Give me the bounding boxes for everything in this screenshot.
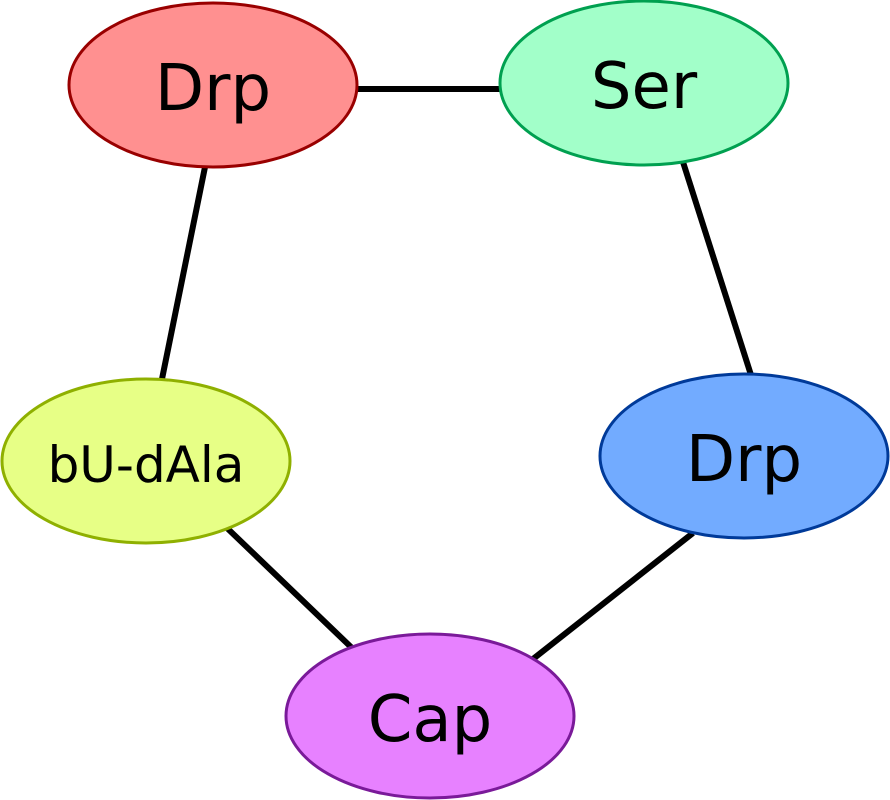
node-n5: bU-dAla bbox=[0, 377, 292, 545]
node-ellipse bbox=[67, 1, 359, 169]
node-n3: Drp bbox=[598, 372, 890, 540]
edge-n4-n5 bbox=[224, 525, 355, 651]
edge-n5-n1 bbox=[159, 166, 208, 380]
node-ellipse bbox=[598, 372, 890, 540]
node-ellipse bbox=[284, 632, 576, 800]
node-n2: Ser bbox=[498, 0, 790, 167]
node-label: bU-dAla bbox=[48, 436, 245, 494]
diagram-edges bbox=[159, 86, 754, 662]
edge-n3-n4 bbox=[531, 530, 695, 662]
node-n1: Drp bbox=[67, 1, 359, 169]
node-ellipse bbox=[498, 0, 790, 167]
node-label: Drp bbox=[155, 52, 271, 126]
node-n4: Cap bbox=[284, 632, 576, 800]
node-label: Cap bbox=[368, 683, 493, 757]
node-label: Ser bbox=[591, 50, 698, 124]
node-ellipse bbox=[0, 377, 292, 545]
edge-n2-n3 bbox=[680, 161, 754, 376]
node-label: Drp bbox=[686, 423, 802, 497]
